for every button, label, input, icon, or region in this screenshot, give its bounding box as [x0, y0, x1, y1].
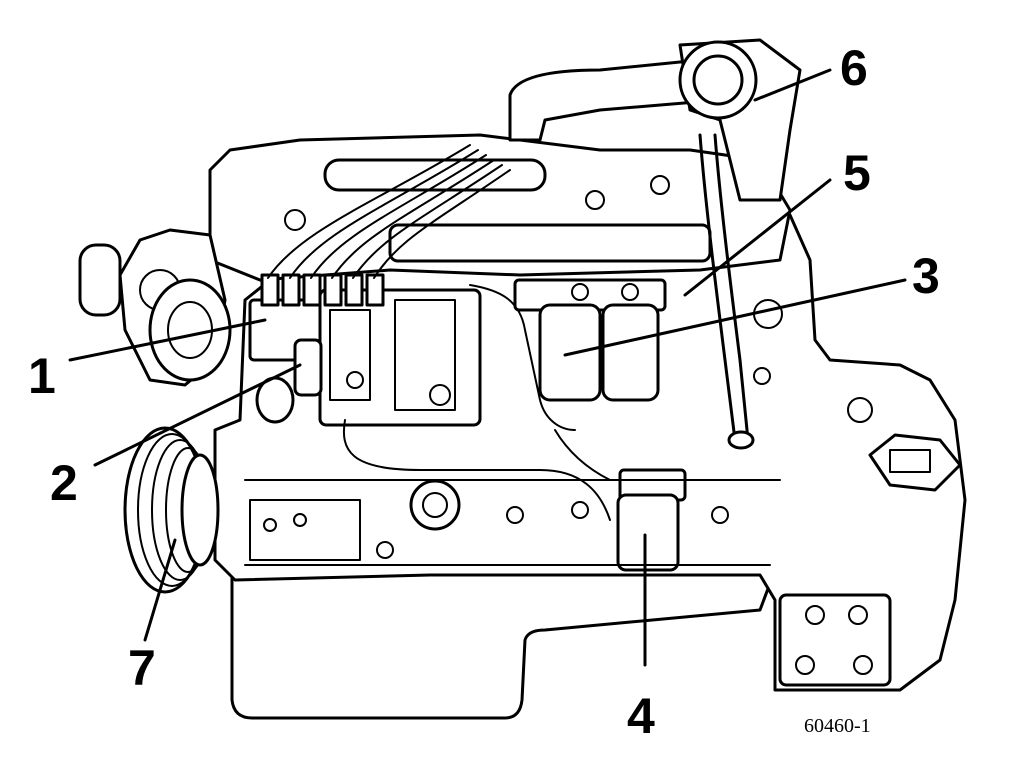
injector-lines: [267, 144, 511, 279]
callout-1: 1: [28, 348, 56, 404]
turbocharger: [508, 38, 802, 202]
crankshaft-pulley: [123, 426, 220, 594]
callout-2: 2: [50, 455, 78, 511]
leader-3: [563, 278, 907, 357]
leader-5: [683, 178, 832, 297]
oil-pan: [230, 568, 777, 720]
callout-6: 6: [840, 40, 868, 96]
leader-2: [93, 363, 302, 467]
callout-7: 7: [128, 640, 156, 696]
flywheel-housing-details: [753, 299, 962, 687]
block-details: [244, 175, 781, 566]
leader-1: [68, 318, 267, 362]
fuel-feed-pump: [255, 338, 323, 424]
intake-pipe: [388, 223, 712, 263]
figure-reference: 60460-1: [804, 715, 871, 737]
alternator: [148, 278, 232, 382]
callout-4: 4: [627, 688, 655, 744]
callout-3: 3: [912, 248, 940, 304]
fan-hub: [78, 243, 122, 317]
leader-6: [753, 68, 832, 102]
dipstick-tube: [698, 133, 737, 442]
injection-pump: [248, 273, 482, 427]
oil-filter: [554, 429, 687, 572]
leader-7: [143, 538, 177, 642]
callout-5: 5: [843, 145, 871, 201]
